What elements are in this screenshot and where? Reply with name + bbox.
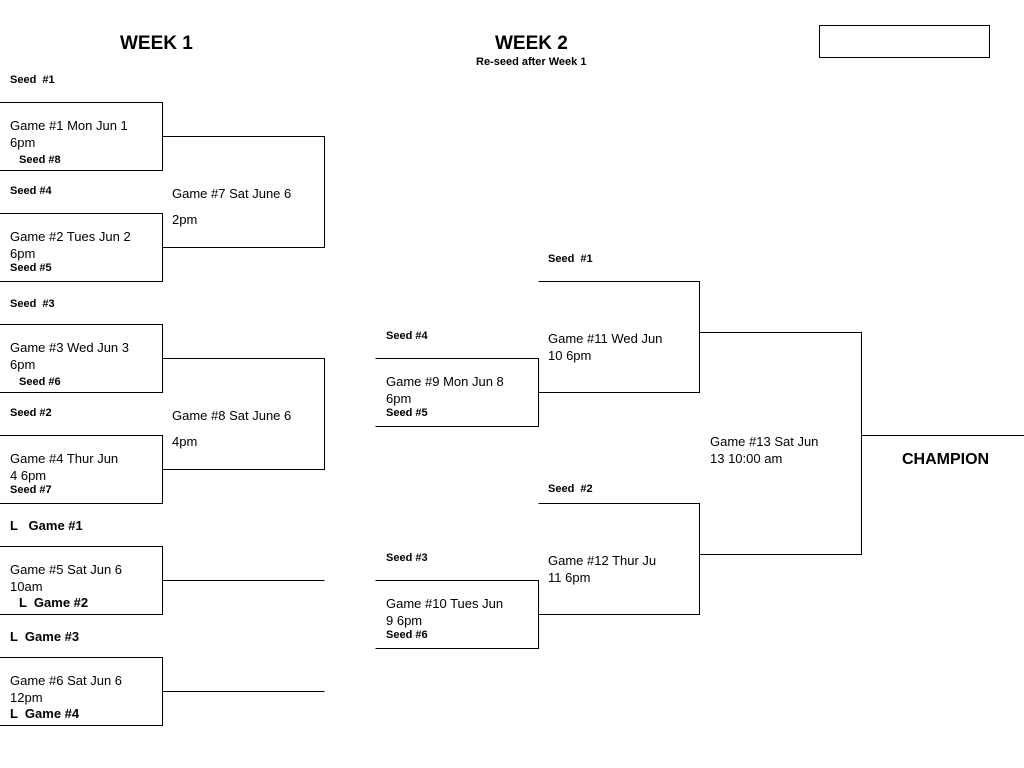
game-11-label: Game #11 Wed Jun 10 6pm [548,330,662,364]
w2-seed-label-1: Seed #1 [548,253,593,265]
name-entry-box[interactable] [819,25,990,58]
bracket-game11 [538,281,700,393]
game-2-label: Game #2 Tues Jun 2 6pm [10,228,131,262]
game-3-label: Game #3 Wed Jun 3 6pm [10,339,129,373]
seed-label-7: Seed #7 [10,484,52,496]
game-6-line2: 12pm [10,690,43,705]
game-13-label: Game #13 Sat Jun 13 10:00 am [710,433,818,467]
game-4-label: Game #4 Thur Jun 4 6pm [10,450,118,484]
game-4-line2: 4 6pm [10,468,47,483]
champion-label: CHAMPION [902,451,990,468]
loser-game-3: L Game #3 [10,629,80,644]
game-8-line2: 4pm [172,434,198,449]
w2-seed-label-5: Seed #5 [386,407,428,419]
game-7-line2: 2pm [172,212,198,227]
w2-seed-label-3: Seed #3 [386,552,428,564]
loser-game-1: L Game #1 [10,518,83,533]
seed-label-2: Seed #2 [10,407,52,419]
seed-label-5: Seed #5 [10,262,52,274]
game-2-line2: 6pm [10,246,36,261]
game-12-line1: Game #12 Thur Ju [548,553,657,568]
bracket-game8 [162,358,325,470]
game-11-line2: 10 6pm [548,348,592,363]
game-10-line1: Game #10 Tues Jun [386,596,504,611]
game-13-line2: 13 10:00 am [710,451,783,466]
game-2-line1: Game #2 Tues Jun 2 [10,229,131,244]
game-1-label: Game #1 Mon Jun 1 6pm [10,117,128,151]
game-9-line2: 6pm [386,391,412,406]
bracket-game12 [538,503,700,615]
seed-label-6: Seed #6 [19,376,61,388]
loser-game-2: L Game #2 [19,595,89,610]
game-12-label: Game #12 Thur Ju 11 6pm [548,552,656,586]
game-12-line2: 11 6pm [548,570,591,585]
game-4-line1: Game #4 Thur Jun [10,451,119,466]
seed-label-3: Seed #3 [10,298,55,310]
game-8-line1: Game #8 Sat June 6 [172,408,292,423]
game-9-label: Game #9 Mon Jun 8 6pm [386,373,504,407]
w2-seed-label-4: Seed #4 [386,330,428,342]
game-10-line2: 9 6pm [386,613,423,628]
game-6-label: Game #6 Sat Jun 6 12pm [10,672,122,706]
seed-label-1: Seed #1 [10,74,55,86]
game-13-line1: Game #13 Sat Jun [710,434,819,449]
game-9-line1: Game #9 Mon Jun 8 [386,374,504,389]
game-5-line2: 10am [10,579,43,594]
week1-title: WEEK 1 [120,33,193,54]
week2-note: Re-seed after Week 1 [476,56,587,68]
bracket-game7 [162,136,325,248]
game-11-line1: Game #11 Wed Jun [548,331,663,346]
w2-seed-label-6: Seed #6 [386,629,428,641]
seed-label-4: Seed #4 [10,185,52,197]
game-3-line2: 6pm [10,357,36,372]
game-10-label: Game #10 Tues Jun 9 6pm [386,595,503,629]
seed-label-8: Seed #8 [19,154,61,166]
w2-seed-label-2: Seed #2 [548,483,593,495]
bracket-game13 [699,332,862,555]
game-5-line1: Game #5 Sat Jun 6 [10,562,123,577]
game-3-line1: Game #3 Wed Jun 3 [10,340,129,355]
game-7-line1: Game #7 Sat June 6 [172,186,292,201]
week2-title: WEEK 2 [495,33,568,54]
game-1-line2: 6pm [10,135,36,150]
game-1-line1: Game #1 Mon Jun 1 [10,118,128,133]
game-5-label: Game #5 Sat Jun 6 10am [10,561,122,595]
loser-game-4: L Game #4 [10,706,80,721]
game-6-line1: Game #6 Sat Jun 6 [10,673,123,688]
